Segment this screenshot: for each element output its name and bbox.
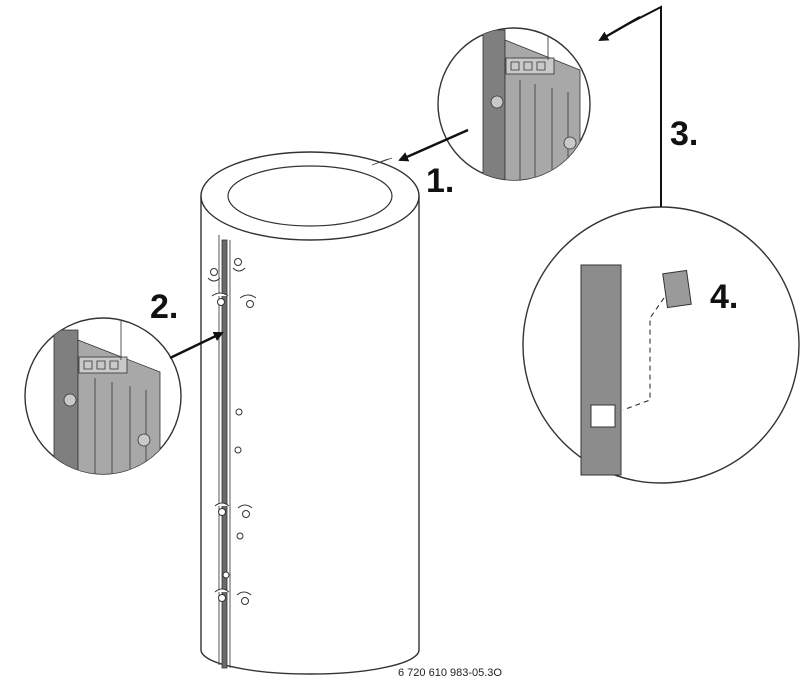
detail-circle-label-slot: [522, 206, 800, 484]
step-label-3: 3.: [670, 115, 698, 153]
detail-circle-strip-top: [437, 27, 591, 181]
leader-step3: [627, 5, 662, 207]
label-plate: [662, 269, 692, 309]
detail-circle-strip-side: [24, 317, 182, 475]
step-label-2: 2.: [150, 288, 178, 326]
step-label-4: 4.: [710, 278, 738, 316]
arrow-step3: [598, 15, 641, 42]
arrows: [169, 5, 662, 360]
figure-code: 6 720 610 983-05.3O: [398, 667, 502, 679]
closing-clip: [207, 258, 257, 605]
step-label-1: 1.: [426, 162, 454, 200]
arrow-step1: [398, 128, 469, 162]
insulation-cylinder: [200, 151, 420, 675]
arrow-step2: [169, 331, 224, 360]
